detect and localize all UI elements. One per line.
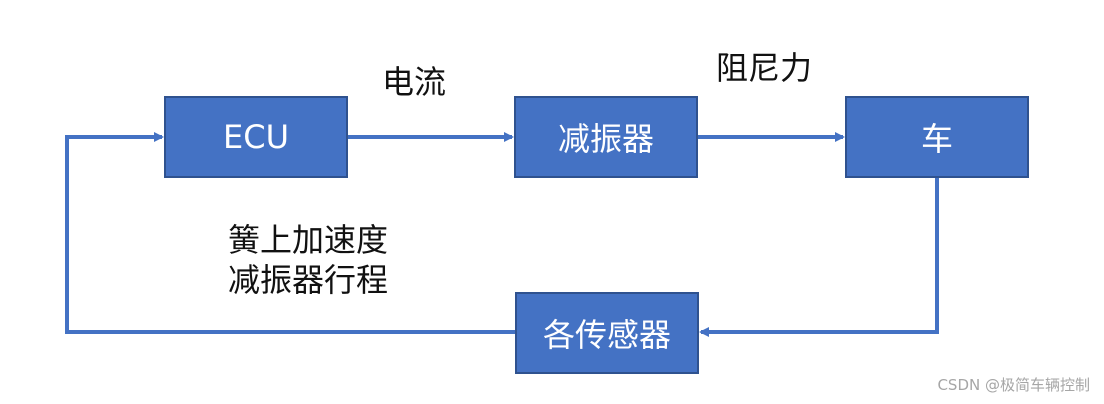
sensors-block: 各传感器 [515, 292, 699, 374]
sprung-acceleration-label: 簧上加速度 [228, 221, 389, 259]
damper-block: 减振器 [514, 96, 698, 178]
arrow-car-to-sensors [699, 178, 939, 337]
damping-force-label: 阻尼力 [716, 49, 813, 87]
car-block-label: 车 [920, 120, 953, 158]
current-label: 电流 [382, 63, 447, 101]
damper-block-label: 减振器 [557, 120, 654, 158]
watermark: CSDN @极简车辆控制 [937, 376, 1090, 394]
car-block: 车 [845, 96, 1029, 178]
damper-stroke-label: 减振器行程 [228, 261, 389, 299]
ecu-block: ECU [164, 96, 348, 178]
ecu-block-label: ECU [223, 118, 289, 156]
feedback-signals-label: 簧上加速度 减振器行程 [228, 220, 428, 300]
sensors-block-label: 各传感器 [542, 316, 671, 354]
arrow-sensors-to-ecu [65, 132, 515, 334]
